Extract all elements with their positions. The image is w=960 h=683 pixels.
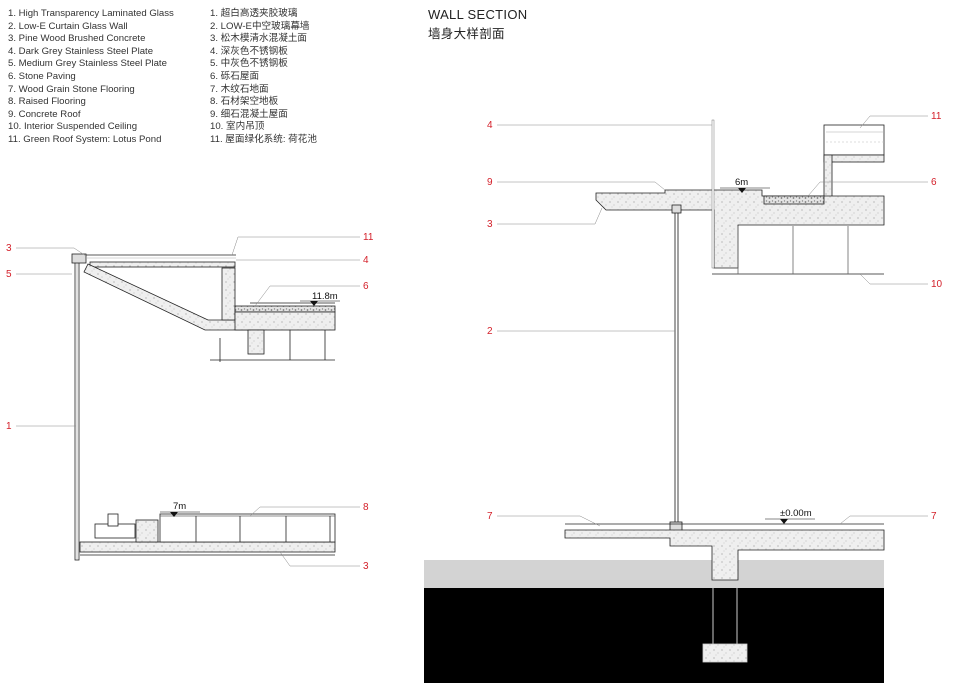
right-upper-upstand	[823, 154, 833, 201]
left-upstand	[221, 267, 236, 321]
right-section	[564, 119, 885, 663]
callout-label: 2	[487, 326, 493, 337]
legend-item: 10. 室内吊顶	[210, 121, 265, 133]
elevation-marker-icon	[780, 519, 788, 524]
left-elevation-marks: 11.8m 7m	[160, 291, 340, 517]
legend-item: 8. Raised Flooring	[8, 96, 86, 108]
legend-item: 4. Dark Grey Stainless Steel Plate	[8, 45, 154, 57]
callout-label: 4	[363, 255, 369, 266]
callout-label: 7	[487, 511, 493, 522]
right-pile-cap	[702, 643, 748, 663]
left-raised-floor	[159, 513, 336, 543]
legend-item: 1. 超白高透夹胶玻璃	[210, 8, 298, 19]
callout-label: 1	[6, 421, 12, 432]
legend-item: 7. Wood Grain Stone Flooring	[8, 83, 135, 95]
legend-item: 7. 木纹石地面	[210, 83, 269, 95]
drawing-title: WALL SECTION 墙身大样剖面	[428, 7, 527, 42]
callout-label: 3	[487, 219, 493, 230]
callout-label: 9	[487, 177, 493, 188]
left-elevation-upper: 11.8m	[312, 291, 338, 302]
callout-label: 3	[363, 561, 369, 572]
left-beam	[247, 329, 265, 355]
right-roof-slab	[595, 189, 885, 269]
legend-item: 9. Concrete Roof	[8, 108, 81, 120]
left-floor-slab	[79, 541, 336, 553]
ground-fill-band	[424, 560, 884, 588]
left-callouts: 3 5 1 11 4 6 8 3	[6, 232, 374, 572]
legend-item: 3. 松木模清水混凝土面	[210, 33, 308, 45]
right-ground-slab	[564, 529, 885, 581]
callout-label: 4	[487, 120, 493, 131]
right-elevation-marks: 6m ±0.00m	[720, 177, 815, 524]
callout-label: 11	[931, 111, 942, 122]
callout-label: 3	[6, 243, 12, 254]
legend-item: 5. 中灰色不锈钢板	[210, 58, 288, 70]
left-gravel-roof	[234, 305, 336, 313]
legend-item: 5. Medium Grey Stainless Steel Plate	[8, 58, 167, 70]
title-chinese: 墙身大样剖面	[428, 27, 505, 41]
ground-soil-band	[424, 588, 884, 683]
elevation-marker-icon	[738, 188, 746, 193]
title-english: WALL SECTION	[428, 7, 528, 22]
right-callouts: 4 9 3 2 7 11 6 10 7	[487, 111, 943, 522]
left-leaders	[16, 236, 360, 567]
legend-item: 8. 石材架空地板	[210, 96, 279, 108]
legend-english: 1. High Transparency Laminated Glass 2. …	[8, 8, 174, 147]
left-roof-slab	[89, 261, 236, 268]
right-gravel-roof	[763, 195, 825, 205]
legend-item: 11. 屋面绿化系统: 荷花池	[210, 133, 317, 145]
right-elevation-lower: ±0.00m	[780, 508, 812, 519]
legend-item: 4. 深灰色不锈钢板	[210, 45, 288, 57]
legend-item: 10. Interior Suspended Ceiling	[8, 121, 138, 133]
left-upper-slab	[234, 311, 336, 331]
legend-item: 9. 细石混凝土屋面	[210, 108, 288, 120]
legend-item: 6. 砾石屋面	[210, 70, 260, 82]
callout-label: 6	[363, 281, 369, 292]
left-glass-cap	[71, 253, 87, 264]
legend-item: 2. LOW-E中空玻璃幕墙	[210, 20, 310, 32]
elevation-marker-icon	[170, 512, 178, 517]
left-section	[71, 253, 336, 561]
legend-item: 6. Stone Paving	[8, 70, 76, 82]
right-leaders	[497, 115, 928, 527]
right-elevation-upper: 6m	[735, 177, 748, 188]
callout-label: 7	[931, 511, 937, 522]
callout-label: 5	[6, 269, 12, 280]
legend-item: 11. Green Roof System: Lotus Pond	[8, 133, 162, 145]
elevation-marker-icon	[310, 301, 318, 306]
callout-label: 8	[363, 502, 369, 513]
legend-item: 2. Low-E Curtain Glass Wall	[8, 20, 128, 32]
left-elevation-lower: 7m	[173, 501, 186, 512]
callout-label: 6	[931, 177, 937, 188]
legend-item: 3. Pine Wood Brushed Concrete	[8, 33, 146, 45]
right-roof-pond	[823, 124, 885, 156]
callout-label: 11	[363, 232, 374, 243]
legend-chinese: 1. 超白高透夹胶玻璃 2. LOW-E中空玻璃幕墙 3. 松木模清水混凝土面 …	[210, 8, 317, 147]
callout-label: 10	[931, 279, 943, 290]
legend-item: 1. High Transparency Laminated Glass	[8, 8, 174, 19]
